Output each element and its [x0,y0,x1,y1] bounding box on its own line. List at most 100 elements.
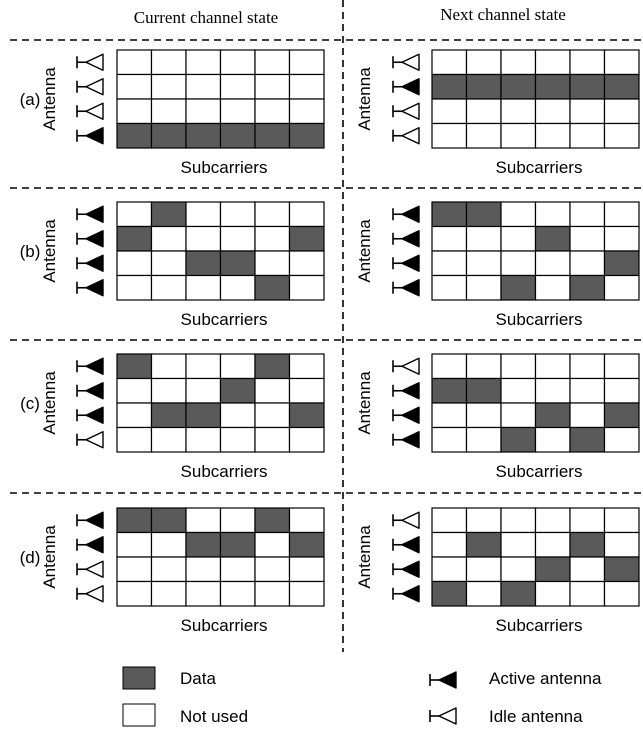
data-cell [185,402,222,429]
empty-cell [500,98,537,125]
active-antenna-icon [392,205,420,223]
data-cell [116,122,153,149]
empty-cell [150,556,187,583]
data-cell [465,73,502,100]
empty-cell [254,531,291,558]
empty-cell [500,49,537,76]
empty-cell [603,122,640,149]
empty-cell [534,49,571,76]
empty-cell [500,531,537,558]
empty-cell [603,274,640,301]
empty-cell [219,507,256,534]
empty-cell [603,225,640,252]
empty-cell [465,402,502,429]
idle-antenna-icon [392,53,420,71]
empty-cell [465,353,502,380]
data-cell [603,73,640,100]
legend-not-used-swatch [122,703,156,727]
data-cell [254,122,291,149]
empty-cell [431,402,468,429]
panel-label: (c) [20,394,40,413]
idle-antenna-icon [76,431,104,449]
empty-cell [431,225,468,252]
empty-cell [116,201,153,228]
antenna-axis-label: Antenna [355,371,374,435]
data-cell [219,122,256,149]
empty-cell [534,250,571,277]
empty-cell [500,377,537,404]
empty-cell [185,98,222,125]
empty-cell [603,201,640,228]
empty-cell [603,98,640,125]
legend-active-antenna-icon [429,671,457,689]
empty-cell [288,556,325,583]
empty-cell [185,556,222,583]
data-cell [150,507,187,534]
legend-data-label: Data [180,669,216,688]
empty-cell [569,201,606,228]
idle-antenna-icon [76,585,104,603]
empty-cell [288,274,325,301]
empty-cell [431,507,468,534]
data-cell [219,531,256,558]
subcarriers-axis-label: Subcarriers [496,158,583,177]
active-antenna-icon [392,382,420,400]
empty-cell [569,402,606,429]
empty-cell [254,73,291,100]
empty-cell [185,225,222,252]
empty-cell [219,426,256,453]
data-cell [603,556,640,583]
data-cell [150,122,187,149]
empty-cell [150,580,187,607]
empty-cell [150,225,187,252]
empty-cell [288,353,325,380]
active-antenna-icon [76,205,104,223]
active-antenna-icon [76,127,104,145]
empty-cell [569,377,606,404]
data-cell [185,122,222,149]
empty-cell [150,98,187,125]
idle-antenna-icon [392,127,420,145]
idle-antenna-icon [392,511,420,529]
data-cell [254,353,291,380]
empty-cell [116,531,153,558]
empty-cell [603,353,640,380]
empty-cell [569,225,606,252]
empty-cell [534,201,571,228]
empty-cell [569,556,606,583]
data-cell [116,507,153,534]
empty-cell [431,531,468,558]
active-antenna-icon [392,585,420,603]
empty-cell [116,556,153,583]
data-cell [288,402,325,429]
empty-cell [185,507,222,534]
empty-cell [500,353,537,380]
idle-antenna-icon [76,53,104,71]
empty-cell [500,225,537,252]
data-cell [288,122,325,149]
active-antenna-icon [392,254,420,272]
legend-data-swatch [122,666,156,690]
header-current-state: Current channel state [134,8,278,27]
empty-cell [254,556,291,583]
active-antenna-icon [76,511,104,529]
empty-cell [150,73,187,100]
idle-antenna-icon [392,357,420,375]
empty-cell [288,49,325,76]
empty-cell [431,426,468,453]
empty-cell [569,507,606,534]
empty-cell [254,377,291,404]
data-cell [288,531,325,558]
empty-cell [254,580,291,607]
empty-cell [465,426,502,453]
empty-cell [219,49,256,76]
empty-cell [534,377,571,404]
empty-cell [288,250,325,277]
empty-cell [254,201,291,228]
empty-cell [185,73,222,100]
